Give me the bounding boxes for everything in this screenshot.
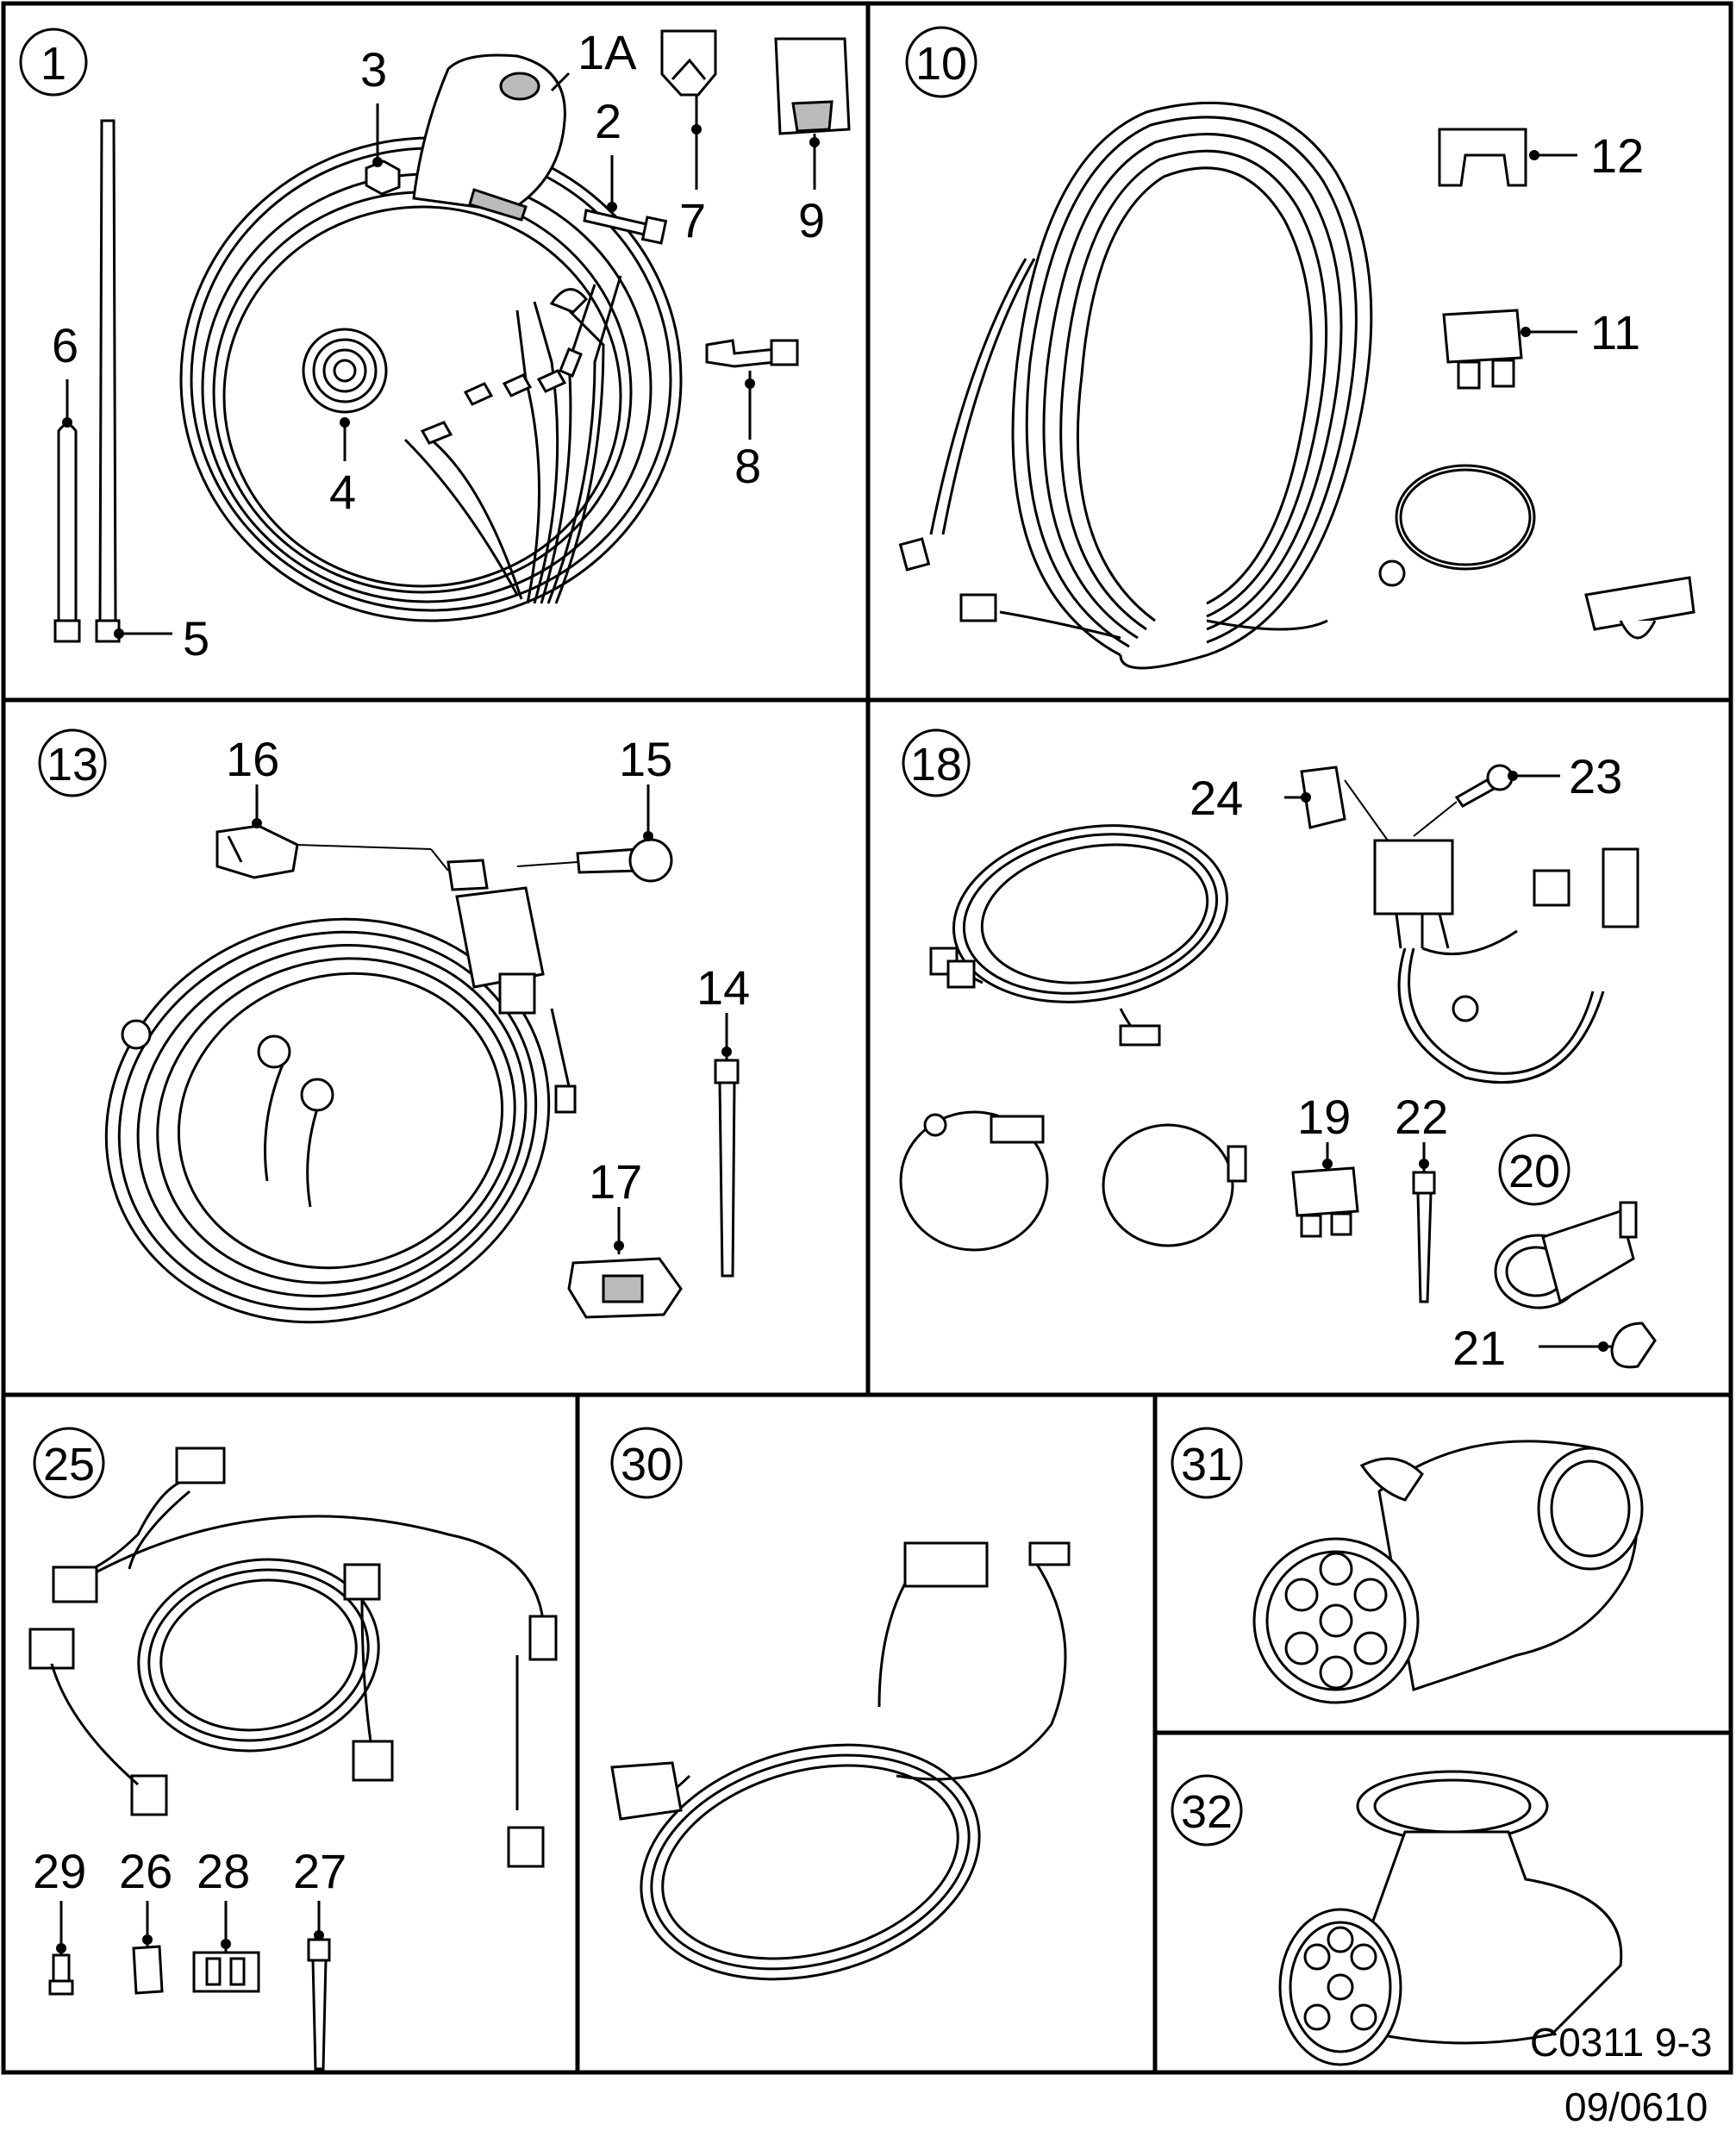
callout-17: 17 <box>589 1154 642 1209</box>
svg-text:1: 1 <box>41 38 66 90</box>
callout-12: 12 <box>1590 128 1644 183</box>
harness-18-drawing <box>929 824 1639 1084</box>
part-26 <box>132 1945 164 1995</box>
callout-8: 8 <box>734 439 761 493</box>
svg-text:18: 18 <box>910 739 962 791</box>
callout-2: 2 <box>595 94 621 148</box>
plug-31-drawing <box>1252 1440 1644 1704</box>
connector-8 <box>705 339 799 368</box>
harness-25-drawing <box>28 1447 558 1868</box>
panel-1: 1 <box>19 25 851 666</box>
panel-number-18: 18 <box>902 728 971 797</box>
panel-number-32: 32 <box>1171 1774 1243 1847</box>
cable-tie-14 <box>714 1059 740 1278</box>
part-29 <box>48 1953 74 1996</box>
plug-32-drawing <box>1278 1770 1623 2066</box>
cable-tie-6 <box>53 423 81 643</box>
fuse-11 <box>1442 309 1523 390</box>
panel-number-10: 10 <box>905 26 977 98</box>
cable-tie-5 <box>95 119 121 643</box>
callout-22: 22 <box>1395 1090 1448 1144</box>
wires-extra-18 <box>899 1110 1247 1252</box>
clip-24 <box>1300 766 1389 841</box>
drawing-code: C0311 9-3 <box>1530 2020 1712 2065</box>
callout-5: 5 <box>183 611 209 666</box>
callout-9: 9 <box>798 193 825 247</box>
bolt-2 <box>583 209 668 245</box>
clip-7 <box>660 29 717 97</box>
cable-tie-22 <box>1412 1171 1436 1303</box>
callout-7: 7 <box>679 193 706 247</box>
svg-text:13: 13 <box>47 739 98 791</box>
harness-13-drawing <box>104 859 577 1324</box>
panel-32: 32 <box>1171 1770 1623 2066</box>
svg-text:25: 25 <box>43 1439 95 1490</box>
svg-text:30: 30 <box>621 1439 672 1490</box>
leaders-panel-1 <box>62 72 820 639</box>
callout-4: 4 <box>329 465 356 519</box>
housing-9 <box>774 37 851 135</box>
panel-number-25: 25 <box>33 1427 105 1499</box>
callout-21: 21 <box>1452 1321 1506 1375</box>
panel-31: 31 <box>1171 1427 1644 1704</box>
date-code: 09/0610 <box>1564 2084 1708 2129</box>
callout-24: 24 <box>1190 771 1243 825</box>
callout-23: 23 <box>1569 749 1622 803</box>
callout-28: 28 <box>197 1844 250 1898</box>
panel-number-20: 20 <box>1498 1134 1571 1206</box>
panel-30: 30 <box>610 1427 1071 1981</box>
callout-29: 29 <box>33 1844 86 1898</box>
bulb-21 <box>1610 1322 1657 1369</box>
panel-18: 18 <box>899 728 1657 1375</box>
callout-1A: 1A <box>578 25 637 79</box>
callout-14: 14 <box>696 960 750 1015</box>
svg-text:20: 20 <box>1508 1146 1560 1197</box>
clip-17 <box>567 1257 683 1319</box>
callout-26: 26 <box>119 1844 172 1898</box>
callout-27: 27 <box>293 1844 347 1898</box>
callout-19: 19 <box>1297 1090 1351 1144</box>
panel-number-31: 31 <box>1171 1427 1243 1499</box>
callout-16: 16 <box>226 732 279 786</box>
nut-3 <box>365 159 401 196</box>
screw-15 <box>516 838 673 883</box>
callout-3: 3 <box>360 42 387 97</box>
fuse-holder-12 <box>1438 128 1527 187</box>
svg-text:10: 10 <box>915 38 967 90</box>
part-28 <box>192 1951 260 1993</box>
switch-20 <box>1494 1201 1638 1309</box>
svg-text:32: 32 <box>1181 1786 1233 1838</box>
svg-text:31: 31 <box>1181 1439 1233 1490</box>
cable-tie-27 <box>307 1938 331 2071</box>
fuse-19 <box>1291 1166 1359 1238</box>
callout-11: 11 <box>1590 305 1640 359</box>
panel-number-1: 1 <box>19 28 88 97</box>
harness-10-drawing <box>898 101 1695 670</box>
panel-25: 25 <box>28 1427 558 2071</box>
clip-16 <box>215 824 449 879</box>
callout-6: 6 <box>52 318 78 372</box>
panel-13: 13 <box>38 728 750 1324</box>
screw-23 <box>1413 764 1514 837</box>
panel-number-13: 13 <box>38 728 107 797</box>
callout-15: 15 <box>619 732 672 786</box>
panel-10: 10 11 1 <box>898 26 1695 670</box>
harness-1-drawing <box>179 53 683 622</box>
harness-30-drawing <box>610 1541 1071 1981</box>
panel-number-30: 30 <box>610 1427 683 1499</box>
panel-frames <box>1 1 1733 2075</box>
grommet-4 <box>302 328 388 414</box>
